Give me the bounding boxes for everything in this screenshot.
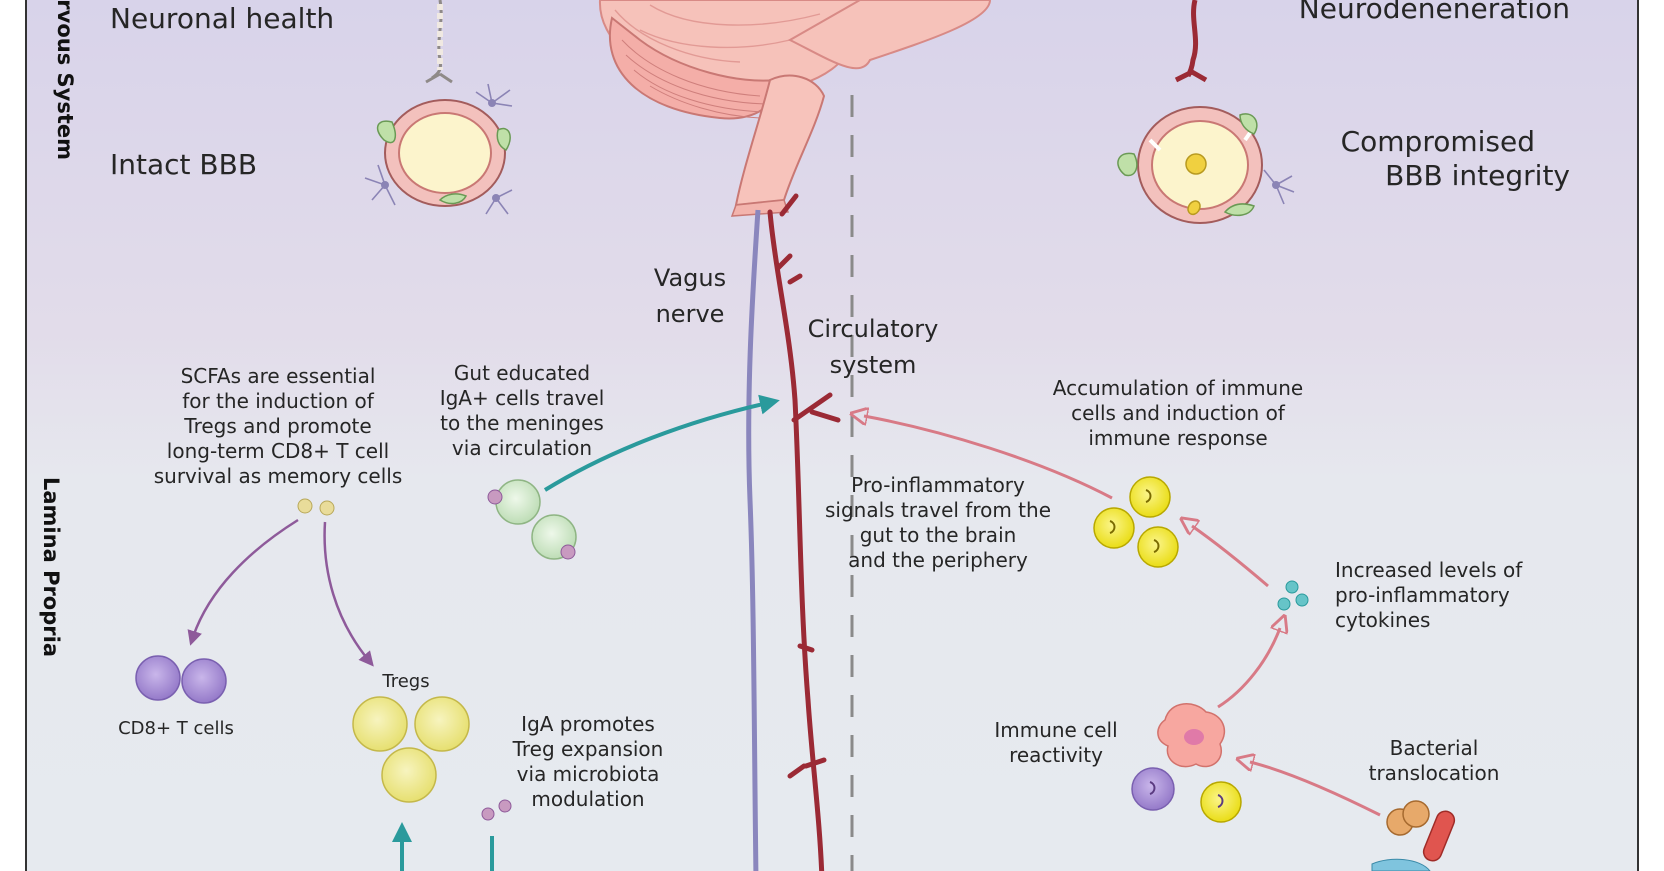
gut-educated-arrow: [543, 394, 780, 492]
scfa-text-line: long-term CD8+ T cell: [167, 439, 389, 463]
neurodegeneration-label: Neurodeneneration: [1299, 0, 1570, 25]
scfa-text-line: survival as memory cells: [154, 464, 403, 488]
cd8-t-cells: [135, 655, 227, 704]
vagus-nerve-label-line: Vagus: [654, 264, 726, 292]
reactive-immune-cells: [1131, 703, 1242, 823]
circulatory-system-vessel: [767, 193, 841, 871]
iga-plus-cells: [487, 479, 577, 560]
scfa-to-cd8-arrow: [187, 518, 299, 646]
gut-educated-text-line: IgA+ cells travel: [440, 386, 605, 410]
gut-educated-text-line: to the meninges: [440, 411, 604, 435]
cd8-label: CD8+ T cells: [118, 718, 234, 739]
bacterial-text: Bacterial translocation: [1369, 736, 1500, 785]
scfa-text: SCFAs are essential for the induction of…: [154, 364, 403, 488]
tregs-label: Tregs: [381, 671, 429, 692]
scfa-text-line: for the induction of: [182, 389, 375, 413]
intact-bbb-vessel-icon: [364, 83, 513, 215]
bacterial-text-line: translocation: [1369, 761, 1500, 785]
circulatory-system-label-line: Circulatory: [808, 315, 939, 343]
iga-promotes-text-line: via microbiota: [517, 762, 660, 786]
compromised-bbb-vessel-icon: [1117, 106, 1295, 224]
cytokines-text-line: Increased levels of: [1335, 558, 1523, 582]
scfa-to-tregs-arrow: [323, 521, 374, 667]
accumulation-to-circulation-arrow: [864, 416, 1113, 500]
brain-illustration: [598, 0, 992, 217]
vagus-nerve-label: Vagus nerve: [654, 264, 726, 328]
pro-inflammatory-text-line: Pro-inflammatory: [851, 473, 1025, 497]
cytokines-text: Increased levels of pro-inflammatory cyt…: [1335, 558, 1523, 632]
gut-educated-text-line: Gut educated: [454, 361, 590, 385]
compromised-label-line2: BBB integrity: [1385, 159, 1570, 192]
pro-inflammatory-text-line: and the periphery: [848, 548, 1028, 572]
iga-promotes-text-line: IgA promotes: [521, 712, 655, 736]
accumulated-immune-cells: [1093, 476, 1179, 568]
side-label-nervous-system: Nervous System: [53, 0, 77, 160]
accumulation-text-line: Accumulation of immune: [1053, 376, 1303, 400]
scfa-molecules: [297, 498, 335, 516]
healthy-neuron-icon: [425, 0, 453, 84]
reactivity-to-cytokines-arrow: [1217, 628, 1280, 709]
cytokines-text-line: cytokines: [1335, 608, 1430, 632]
iga-promotes-text: IgA promotes Treg expansion via microbio…: [512, 712, 664, 811]
bacteria-icon: [1371, 800, 1456, 871]
circulatory-system-label-line: system: [830, 351, 917, 379]
accumulation-text-line: immune response: [1088, 426, 1267, 450]
immune-reactivity-text: Immune cell reactivity: [994, 718, 1117, 767]
degenerating-neuron-icon: [1174, 0, 1208, 83]
cytokine-molecules: [1277, 580, 1309, 611]
cytokines-text-line: pro-inflammatory: [1335, 583, 1510, 607]
vagus-nerve: [746, 209, 761, 871]
side-label-lamina-propria: Lamina Propria: [39, 477, 63, 657]
accumulation-text-line: cells and induction of: [1071, 401, 1286, 425]
immune-reactivity-text-line: reactivity: [1009, 743, 1103, 767]
vagus-nerve-label-line: nerve: [656, 300, 725, 328]
bacterial-text-line: Bacterial: [1390, 736, 1479, 760]
pro-inflammatory-text-line: gut to the brain: [860, 523, 1017, 547]
iga-promotes-text-line: modulation: [531, 787, 644, 811]
pro-inflammatory-text: Pro-inflammatory signals travel from the…: [825, 473, 1051, 572]
treg-cells: [352, 696, 470, 803]
gut-educated-text-line: via circulation: [452, 436, 592, 460]
gut-educated-text: Gut educated IgA+ cells travel to the me…: [440, 361, 605, 460]
neuronal-health-label: Neuronal health: [110, 2, 334, 35]
accumulation-text: Accumulation of immune cells and inducti…: [1053, 376, 1303, 450]
compromised-label-line1: Compromised: [1341, 125, 1535, 158]
scfa-text-line: Tregs and promote: [183, 414, 371, 438]
circulatory-system-label: Circulatory system: [808, 315, 939, 379]
scfa-text-line: SCFAs are essential: [181, 364, 376, 388]
bacteria-to-reactivity-arrow: [1250, 762, 1381, 817]
iga-promotes-text-line: Treg expansion: [512, 737, 664, 761]
intact-bbb-label: Intact BBB: [110, 148, 257, 181]
pro-inflammatory-text-line: signals travel from the: [825, 498, 1051, 522]
cytokines-to-accumulation-arrow: [1192, 526, 1269, 588]
immune-reactivity-text-line: Immune cell: [994, 718, 1117, 742]
iga-molecules: [481, 799, 512, 821]
